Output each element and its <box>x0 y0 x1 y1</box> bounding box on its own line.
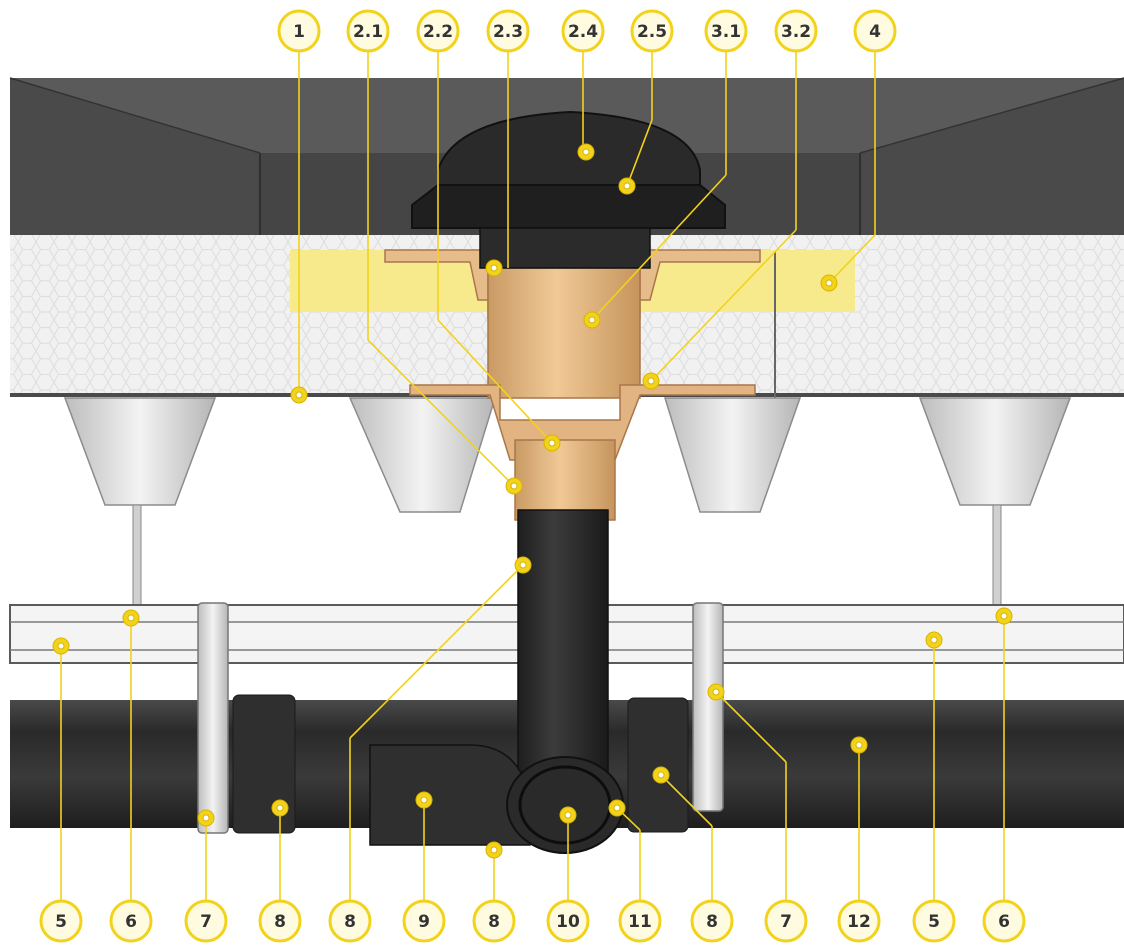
svg-text:9: 9 <box>418 912 430 932</box>
callout-2-3: 2.3 <box>486 9 530 53</box>
pipe-clamps <box>197 602 724 834</box>
marker-8-c <box>485 841 503 859</box>
svg-text:12: 12 <box>847 912 871 932</box>
marker-5-left <box>52 637 70 655</box>
svg-text:8: 8 <box>488 912 500 932</box>
callout-3-1: 3.1 <box>704 9 748 53</box>
svg-text:8: 8 <box>706 912 718 932</box>
svg-text:11: 11 <box>628 912 652 932</box>
callout-5-left: 5 <box>39 899 83 943</box>
marker-6-right <box>995 607 1013 625</box>
svg-text:2.1: 2.1 <box>353 22 383 42</box>
callouts-bottom: 5 6 7 8 8 9 8 10 11 8 7 12 5 6 <box>39 899 1026 943</box>
svg-text:6: 6 <box>125 912 137 932</box>
svg-text:7: 7 <box>200 912 212 932</box>
marker-12 <box>850 736 868 754</box>
marker-2-2 <box>543 434 561 452</box>
marker-9 <box>415 791 433 809</box>
svg-text:3.1: 3.1 <box>711 22 741 42</box>
callouts-top: 1 2.1 2.2 2.3 2.4 2.5 3.1 3.2 4 <box>277 9 897 53</box>
callout-12: 12 <box>837 899 881 943</box>
svg-text:5: 5 <box>55 912 67 932</box>
callout-8-c: 8 <box>472 899 516 943</box>
svg-text:8: 8 <box>274 912 286 932</box>
callout-8-b: 8 <box>328 899 372 943</box>
callout-11: 11 <box>618 899 662 943</box>
drain-body <box>384 249 761 521</box>
callout-7-right: 7 <box>764 899 808 943</box>
callout-2-4: 2.4 <box>561 9 605 53</box>
outlet-pipe <box>369 509 624 854</box>
marker-2-1 <box>505 477 523 495</box>
pipe-coupling-right <box>627 697 689 833</box>
callout-10: 10 <box>546 899 590 943</box>
callout-5-right: 5 <box>912 899 956 943</box>
marker-7-right <box>707 683 725 701</box>
svg-text:10: 10 <box>556 912 580 932</box>
marker-6-left <box>122 609 140 627</box>
marker-5-right <box>925 631 943 649</box>
marker-2-4 <box>577 143 595 161</box>
marker-1 <box>290 386 308 404</box>
pipe-coupling-left <box>232 694 296 834</box>
svg-text:3.2: 3.2 <box>781 22 811 42</box>
callout-3-2: 3.2 <box>774 9 818 53</box>
svg-text:2.2: 2.2 <box>423 22 453 42</box>
svg-text:2.5: 2.5 <box>637 22 667 42</box>
svg-text:4: 4 <box>869 22 881 42</box>
marker-4 <box>820 274 838 292</box>
deck-brackets <box>63 397 1072 513</box>
callout-2-5: 2.5 <box>630 9 674 53</box>
svg-text:6: 6 <box>998 912 1010 932</box>
marker-3-2 <box>642 372 660 390</box>
callout-1: 1 <box>277 9 321 53</box>
callout-8-a: 8 <box>258 899 302 943</box>
callout-2-2: 2.2 <box>416 9 460 53</box>
marker-8-a <box>271 799 289 817</box>
svg-text:2.4: 2.4 <box>568 22 598 42</box>
marker-7-left <box>197 809 215 827</box>
callout-8-d: 8 <box>690 899 734 943</box>
marker-11 <box>608 799 626 817</box>
marker-8-b <box>514 556 532 574</box>
marker-8-d <box>652 766 670 784</box>
callout-9: 9 <box>402 899 446 943</box>
svg-text:7: 7 <box>780 912 792 932</box>
svg-text:5: 5 <box>928 912 940 932</box>
svg-text:8: 8 <box>344 912 356 932</box>
callout-6-left: 6 <box>109 899 153 943</box>
callout-6-right: 6 <box>982 899 1026 943</box>
marker-2-5 <box>618 177 636 195</box>
callout-7-left: 7 <box>184 899 228 943</box>
marker-3-1 <box>583 311 601 329</box>
svg-text:1: 1 <box>293 22 305 42</box>
svg-text:2.3: 2.3 <box>493 22 523 42</box>
leader-lines <box>60 50 1005 920</box>
marker-10 <box>559 806 577 824</box>
callout-2-1: 2.1 <box>346 9 390 53</box>
callout-4: 4 <box>853 9 897 53</box>
part-markers <box>52 143 1013 859</box>
marker-2-3 <box>485 259 503 277</box>
